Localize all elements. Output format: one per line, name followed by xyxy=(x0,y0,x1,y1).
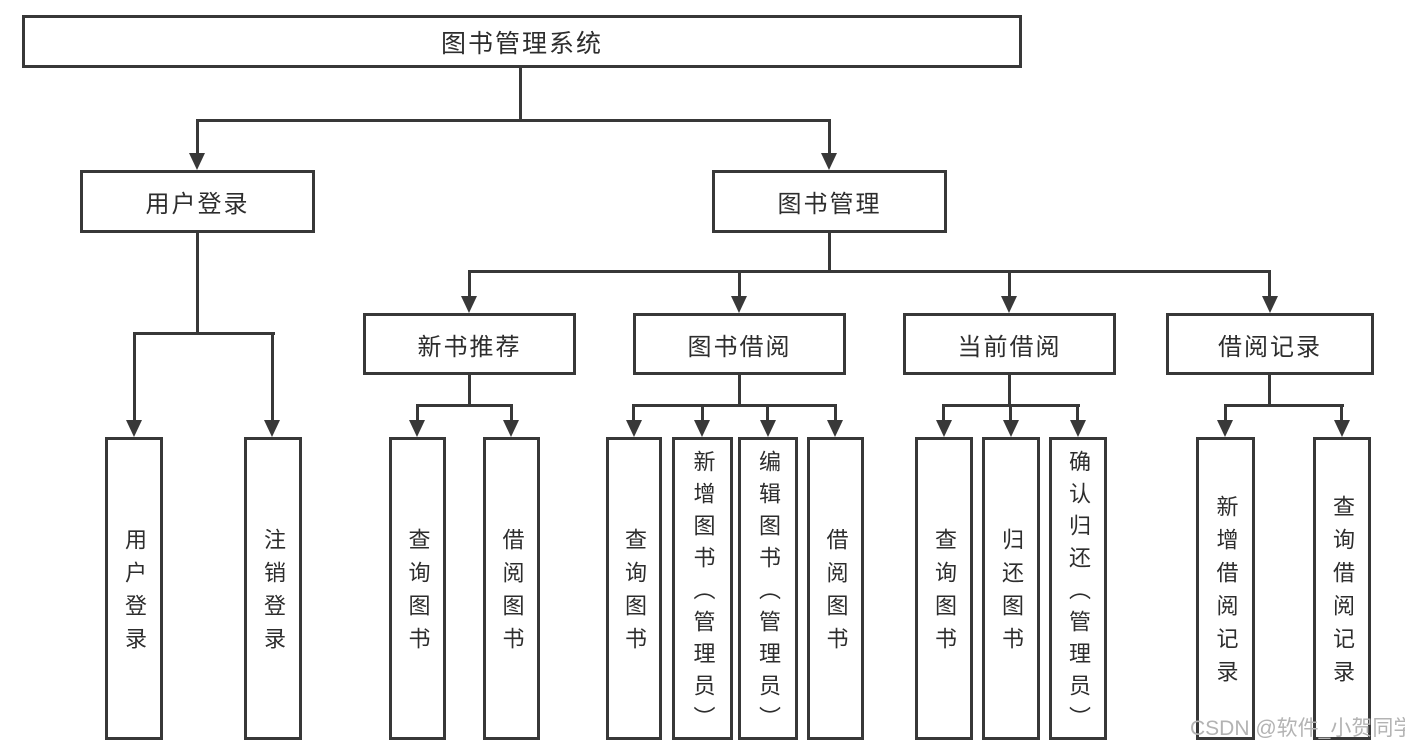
node-current-borrow: 当前借阅 xyxy=(903,313,1116,375)
connector-drop-borrow-records xyxy=(1268,270,1271,298)
connector-drop-query-books-3 xyxy=(942,404,945,420)
arrowhead-leaf-user-login xyxy=(126,420,142,437)
arrowhead-book-management xyxy=(821,153,837,170)
connector-level2-rail xyxy=(196,119,831,122)
node-user-login-label: 用户登录 xyxy=(145,191,250,218)
leaf-logout-label: 注销登录 xyxy=(261,528,286,660)
arrowhead-borrow-books-1 xyxy=(503,420,519,437)
node-new-book-recommend-label: 新书推荐 xyxy=(417,333,522,361)
node-borrow-records-label: 借阅记录 xyxy=(1218,333,1322,361)
connector-root-stub xyxy=(519,68,522,122)
leaf-query-books-2: 查询图书 xyxy=(606,437,662,740)
arrowhead-new-book xyxy=(461,296,477,313)
arrowhead-query-books-3 xyxy=(936,420,952,437)
leaf-confirm-return-admin-label: 确认归还（管理员） xyxy=(1066,449,1091,738)
arrowhead-add-book xyxy=(694,420,710,437)
leaf-edit-book-admin-label: 编辑图书（管理员） xyxy=(756,449,781,738)
connector-book-borrow-rail xyxy=(632,404,837,407)
leaf-query-books-1: 查询图书 xyxy=(389,437,446,740)
connector-drop-borrow-books-2 xyxy=(834,404,837,420)
connector-drop-user-login xyxy=(196,119,199,156)
arrowhead-query-books-2 xyxy=(626,420,642,437)
node-library-system-label: 图书管理系统 xyxy=(440,29,603,58)
connector-drop-edit-book xyxy=(766,404,769,420)
connector-book-management-stub xyxy=(828,233,831,273)
node-user-login: 用户登录 xyxy=(80,170,315,233)
node-book-management-label: 图书管理 xyxy=(777,191,882,218)
connector-book-borrow-stub xyxy=(738,375,741,407)
arrowhead-edit-book xyxy=(760,420,776,437)
node-library-system: 图书管理系统 xyxy=(22,15,1022,68)
arrowhead-query-books-1 xyxy=(409,420,425,437)
arrowhead-user-login xyxy=(189,153,205,170)
connector-drop-query-books-2 xyxy=(632,404,635,420)
arrowhead-leaf-logout xyxy=(264,420,280,437)
connector-user-login-stub xyxy=(196,233,199,334)
leaf-user-login-label: 用户登录 xyxy=(122,528,147,660)
leaf-return-book-label: 归还图书 xyxy=(999,528,1024,660)
connector-drop-confirm-return xyxy=(1076,404,1079,420)
arrowhead-add-borrow-record xyxy=(1217,420,1233,437)
leaf-query-books-1-label: 查询图书 xyxy=(405,528,431,660)
connector-new-book-rail xyxy=(416,404,513,407)
connector-borrow-records-rail xyxy=(1224,404,1344,407)
arrowhead-return-book xyxy=(1003,420,1019,437)
connector-drop-current-borrow xyxy=(1008,270,1011,298)
connector-drop-add-borrow-record xyxy=(1224,404,1227,420)
connector-drop-query-borrow-record xyxy=(1340,404,1343,420)
node-borrow-records: 借阅记录 xyxy=(1166,313,1374,375)
arrowhead-borrow-books-2 xyxy=(827,420,843,437)
leaf-add-borrow-record-label: 新增借阅记录 xyxy=(1213,495,1239,693)
connector-borrow-records-stub xyxy=(1268,375,1271,407)
node-book-borrow: 图书借阅 xyxy=(633,313,846,375)
leaf-query-books-2-label: 查询图书 xyxy=(622,528,647,660)
arrowhead-query-borrow-record xyxy=(1334,420,1350,437)
connector-user-login-rail xyxy=(133,332,275,335)
connector-drop-book-borrow xyxy=(738,270,741,298)
arrowhead-borrow-records xyxy=(1262,296,1278,313)
node-new-book-recommend: 新书推荐 xyxy=(363,313,576,375)
leaf-edit-book-admin: 编辑图书（管理员） xyxy=(738,437,798,740)
leaf-borrow-books-1-label: 借阅图书 xyxy=(499,528,525,660)
leaf-logout: 注销登录 xyxy=(244,437,302,740)
leaf-query-borrow-record-label: 查询借阅记录 xyxy=(1330,495,1355,693)
leaf-borrow-books-1: 借阅图书 xyxy=(483,437,540,740)
connector-drop-borrow-books-1 xyxy=(510,404,513,420)
connector-drop-add-book xyxy=(701,404,704,420)
csdn-watermark: CSDN @软件_小贺同学 xyxy=(1190,717,1405,740)
leaf-return-book: 归还图书 xyxy=(982,437,1040,740)
connector-drop-return-book xyxy=(1009,404,1012,420)
leaf-add-book-admin-label: 新增图书（管理员） xyxy=(690,449,716,738)
node-current-borrow-label: 当前借阅 xyxy=(957,333,1062,361)
connector-drop-book-management xyxy=(828,119,831,156)
node-book-borrow-label: 图书借阅 xyxy=(687,333,792,361)
leaf-user-login: 用户登录 xyxy=(105,437,163,740)
leaf-add-borrow-record: 新增借阅记录 xyxy=(1196,437,1255,740)
leaf-borrow-books-2: 借阅图书 xyxy=(807,437,864,740)
arrowhead-book-borrow xyxy=(731,296,747,313)
connector-current-borrow-stub xyxy=(1008,375,1011,407)
leaf-confirm-return-admin: 确认归还（管理员） xyxy=(1049,437,1107,740)
leaf-query-books-3: 查询图书 xyxy=(915,437,973,740)
connector-drop-leaf-user-login xyxy=(133,332,136,420)
leaf-query-books-3-label: 查询图书 xyxy=(932,528,957,660)
connector-level3-rail xyxy=(468,270,1271,273)
connector-drop-new-book xyxy=(468,270,471,298)
leaf-add-book-admin: 新增图书（管理员） xyxy=(672,437,733,740)
leaf-query-borrow-record: 查询借阅记录 xyxy=(1313,437,1371,740)
arrowhead-current-borrow xyxy=(1001,296,1017,313)
node-book-management: 图书管理 xyxy=(712,170,947,233)
connector-drop-query-books-1 xyxy=(416,404,419,420)
leaf-borrow-books-2-label: 借阅图书 xyxy=(823,528,849,660)
connector-new-book-stub xyxy=(468,375,471,407)
arrowhead-confirm-return xyxy=(1070,420,1086,437)
connector-drop-leaf-logout xyxy=(271,332,274,420)
